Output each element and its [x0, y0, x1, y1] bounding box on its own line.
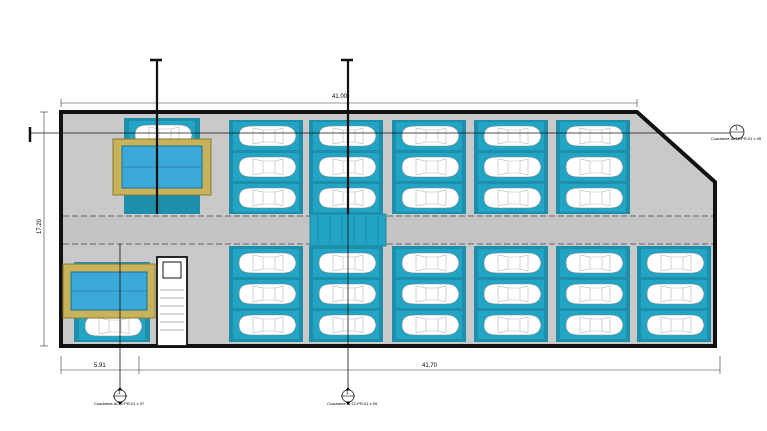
stack-bottom-4	[474, 246, 548, 342]
stack-bottom-3	[392, 246, 466, 342]
section-marker-bottom-center[interactable]: 1 Cuadrante ALT2-PR-01 x 05	[327, 387, 378, 406]
section-marker-right-label: Cuadrante ALT2-PR-01 x 06	[711, 136, 762, 141]
car-lift-bottom	[62, 262, 156, 342]
car-lift-top	[112, 118, 212, 214]
stack-bottom-5	[556, 246, 630, 342]
dim-depth: 17.20	[37, 218, 43, 234]
section-marker-bottom-left[interactable]: 1 Cuadrante ALT2-PR-01 x 07	[94, 387, 145, 406]
stack-top-5	[556, 120, 630, 214]
stack-top-2	[309, 120, 383, 214]
section-marker-bottom-left-number: 1	[118, 390, 121, 396]
stack-top-4	[474, 120, 548, 214]
stack-top-3	[392, 120, 466, 214]
dim-total-length: 41.00	[332, 94, 348, 100]
stack-bottom-2	[309, 246, 383, 342]
section-lines	[28, 58, 735, 390]
section-marker-right[interactable]: 1 Cuadrante ALT2-PR-01 x 06	[711, 124, 762, 141]
section-marker-bottom-center-label: Cuadrante ALT2-PR-01 x 05	[327, 401, 378, 406]
section-marker-bottom-center-number: 1	[346, 390, 349, 396]
stack-bottom-1	[229, 246, 303, 342]
drive-aisle	[63, 216, 713, 244]
section-marker-right-number: 1	[735, 126, 738, 132]
stair-core	[156, 256, 188, 347]
dim-right-length: 41.70	[422, 363, 438, 369]
stack-bottom-6	[637, 246, 711, 342]
dimension-lines	[40, 99, 721, 374]
bottom-parking-stacks	[229, 246, 711, 342]
section-marker-bottom-left-label: Cuadrante ALT2-PR-01 x 07	[94, 401, 145, 406]
dim-left-width: 5.91	[94, 363, 106, 369]
stack-top-1	[229, 120, 303, 214]
top-parking-stacks	[229, 120, 630, 214]
